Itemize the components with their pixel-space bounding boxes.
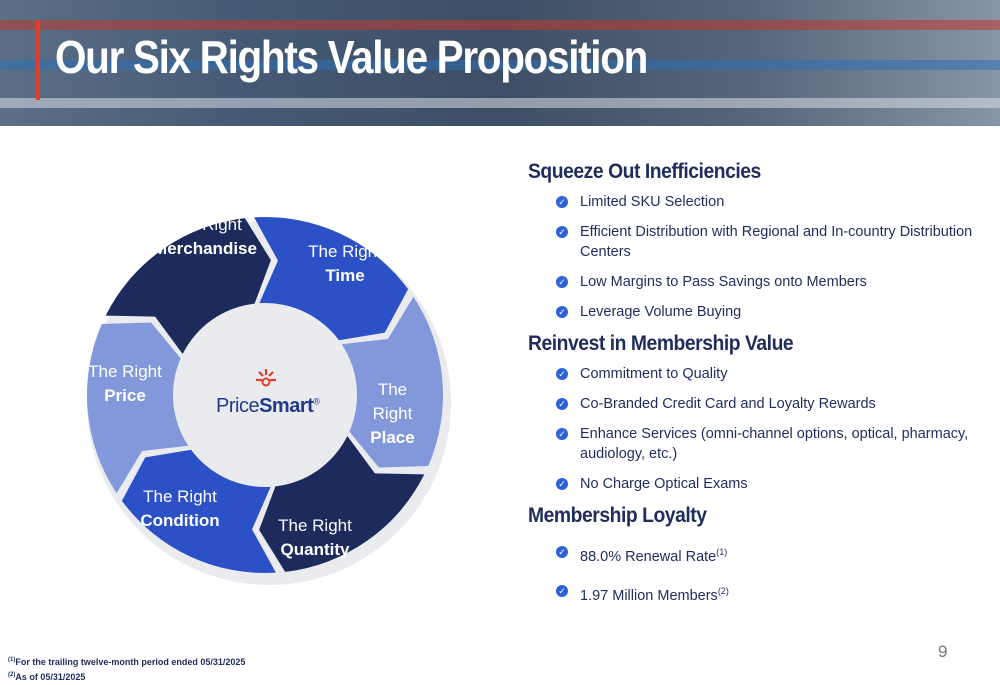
footnote: (1)For the trailing twelve-month period …	[8, 654, 245, 669]
bullet-list: ✓ Limited SKU Selection ✓ Efficient Distri…	[528, 192, 978, 322]
item-text: 88.0% Renewal Rate	[580, 548, 717, 565]
item-text: Limited SKU Selection	[580, 194, 725, 210]
item-text: Enhance Services (omni-channel options, …	[580, 426, 969, 462]
list-item: ✓ 88.0% Renewal Rate(1)	[528, 542, 978, 567]
check-circle-icon: ✓	[556, 546, 568, 558]
six-rights-cycle	[86, 217, 451, 585]
list-item: ✓ No Charge Optical Exams	[528, 474, 978, 494]
footnote-mark: (1)	[8, 657, 16, 663]
item-text: Leverage Volume Buying	[580, 304, 742, 320]
list-item: ✓ 1.97 Million Members(2)	[528, 581, 978, 606]
item-text: No Charge Optical Exams	[580, 476, 748, 492]
registered-mark: ®	[313, 396, 320, 407]
footnote-ref: (2)	[717, 585, 729, 596]
check-circle-icon: ✓	[556, 478, 568, 490]
list-item: ✓ Low Margins to Pass Savings onto Member…	[528, 272, 978, 292]
item-text: Commitment to Quality	[580, 366, 728, 382]
list-item: ✓ Enhance Services (omni-channel options,…	[528, 424, 978, 464]
cycle-segment-merchandise	[105, 218, 271, 354]
label-bold: Merchandise	[153, 239, 257, 258]
check-circle-icon: ✓	[556, 398, 568, 410]
label-bold: Place	[370, 428, 415, 447]
value-list: Squeeze Out Inefficiencies ✓ Limited SKU …	[528, 160, 978, 616]
item-text: Co-Branded Credit Card and Loyalty Rewar…	[580, 396, 876, 412]
section-heading: Reinvest in Membership Value	[528, 332, 794, 355]
label-bold: Time	[325, 266, 365, 285]
page-number: 9	[938, 642, 948, 661]
label-bold: Quantity	[280, 540, 350, 559]
label-line: The Right	[168, 215, 242, 234]
cycle-segment-condition	[121, 449, 276, 573]
label-line: The Right	[278, 516, 352, 535]
cycle-segment-price	[86, 322, 189, 494]
item-text: Low Margins to Pass Savings onto Members	[580, 274, 867, 290]
sunburst-icon	[256, 369, 276, 387]
label-bold: Price	[104, 386, 146, 405]
shelf-stripe	[0, 98, 1000, 108]
label-bold: Condition	[140, 511, 220, 530]
item-text: 1.97 Million Members	[580, 587, 718, 604]
page-title: Our Six Rights Value Proposition	[55, 31, 648, 83]
bullet-list: ✓ 88.0% Renewal Rate(1) ✓ 1.97 Million Mem…	[528, 542, 978, 606]
list-item: ✓ Commitment to Quality	[528, 364, 978, 384]
list-item: ✓ Co-Branded Credit Card and Loyalty Rewa…	[528, 394, 978, 414]
shelf-stripe	[0, 20, 1000, 30]
list-item: ✓ Leverage Volume Buying	[528, 302, 978, 322]
header-banner: Our Six Rights Value Proposition	[0, 0, 1000, 126]
footnote-text: For the trailing twelve-month period end…	[15, 657, 246, 667]
cycle-segment-quantity	[259, 436, 425, 572]
label-line: The Right	[372, 380, 413, 423]
footnote: (2)As of 05/31/2025	[8, 669, 245, 684]
title-accent-bar	[36, 20, 40, 100]
bullet-list: ✓ Commitment to Quality ✓ Co-Branded Credi…	[528, 364, 978, 494]
check-circle-icon: ✓	[556, 226, 568, 238]
check-circle-icon: ✓	[556, 306, 568, 318]
check-circle-icon: ✓	[556, 584, 568, 597]
cycle-segment-place	[341, 296, 443, 468]
label-line: The Right	[143, 487, 217, 506]
section-heading: Squeeze Out Inefficiencies	[528, 160, 761, 183]
cycle-segment-time	[254, 217, 409, 341]
pricesmart-logo: PriceSmart®	[216, 368, 320, 418]
label-line: The Right	[88, 362, 162, 381]
shelf-stripe	[0, 60, 1000, 70]
section-heading: Membership Loyalty	[528, 504, 707, 527]
logo-text-bold: Smart	[259, 395, 314, 417]
check-circle-icon: ✓	[556, 196, 568, 208]
item-text: Efficient Distribution with Regional and…	[580, 224, 973, 260]
list-item: ✓ Limited SKU Selection	[528, 192, 978, 212]
footnote-mark: (2)	[8, 672, 16, 678]
label-line: The Right	[308, 242, 382, 261]
check-circle-icon: ✓	[556, 276, 568, 288]
check-circle-icon: ✓	[556, 368, 568, 380]
footnote-text: As of 05/31/2025	[15, 672, 86, 682]
footnote-ref: (1)	[716, 547, 728, 557]
logo-text: Price	[216, 395, 260, 417]
footnotes: (1)For the trailing twelve-month period …	[8, 654, 245, 684]
check-circle-icon: ✓	[556, 428, 568, 440]
list-item: ✓ Efficient Distribution with Regional an…	[528, 222, 978, 262]
